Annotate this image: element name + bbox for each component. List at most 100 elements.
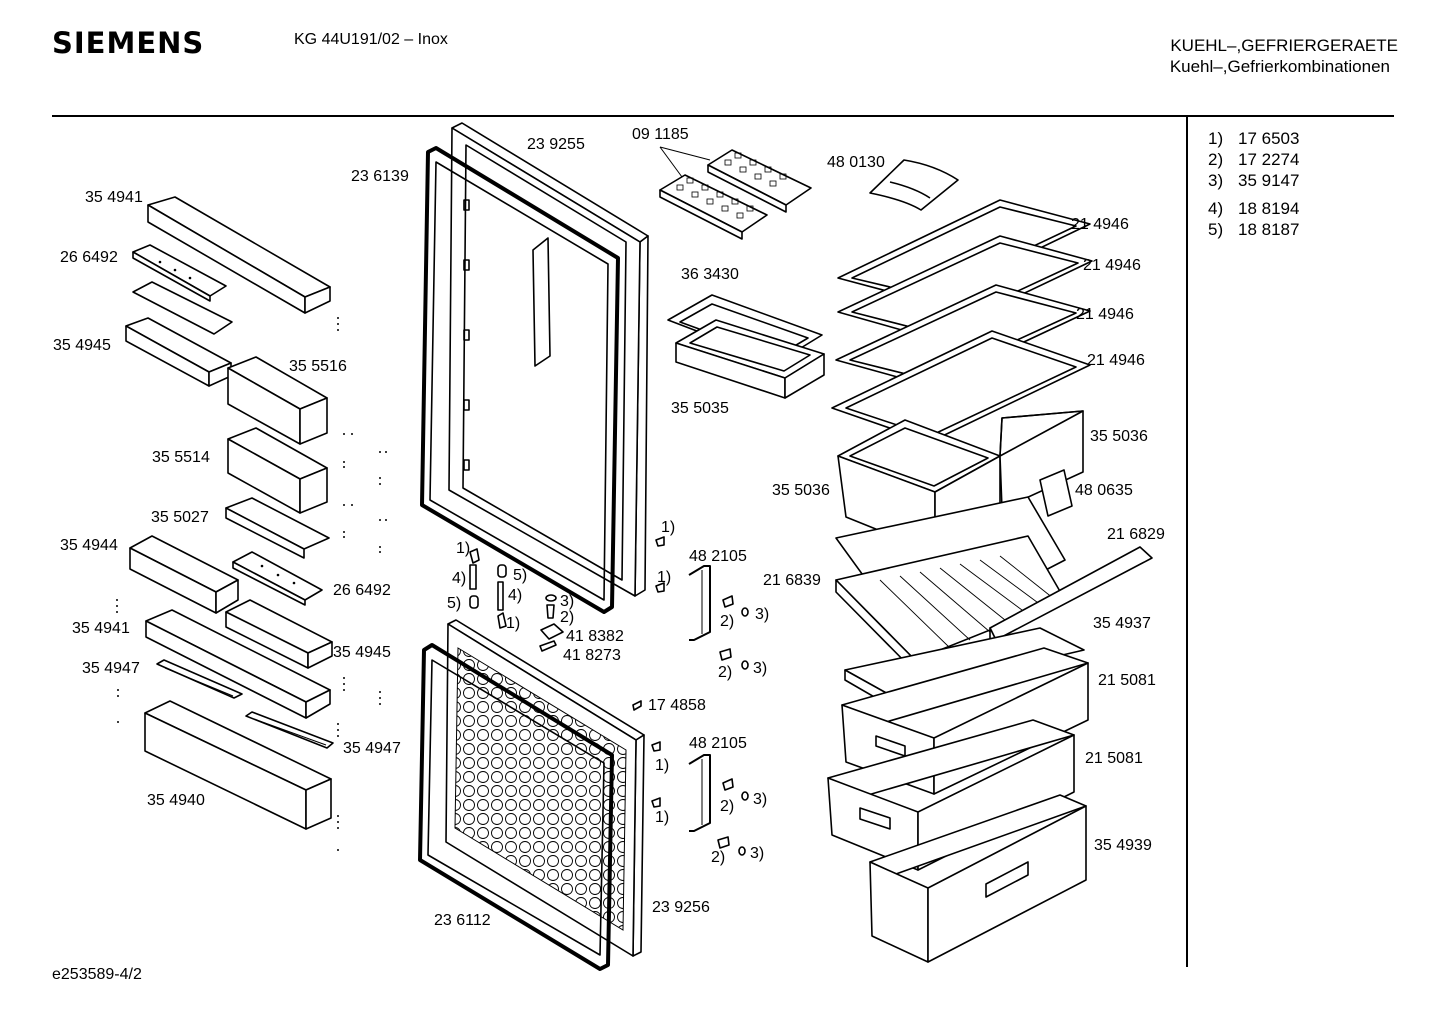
- part-label: 35 5036: [1090, 428, 1148, 445]
- glass-shelf-214946-2: [837, 235, 1093, 339]
- part-label: 17 4858: [648, 697, 706, 714]
- freezer-tray-355035: [675, 319, 825, 399]
- ref-marker: 3): [560, 593, 574, 610]
- part-label: 35 5035: [671, 400, 729, 417]
- ref-marker: 1): [661, 519, 675, 536]
- door-shelf-354944: [129, 535, 239, 614]
- drawer-355036-right: [999, 410, 1084, 510]
- rail-480635: [1039, 469, 1073, 517]
- part-label: 23 9255: [527, 136, 585, 153]
- part-label: 48 2105: [689, 735, 747, 752]
- part-label: 35 4937: [1093, 615, 1151, 632]
- legend-part: 17 6503: [1238, 129, 1300, 148]
- ref-marker: 3): [753, 660, 767, 677]
- legend-row: 4) 18 8194: [1208, 198, 1299, 219]
- part-label: 41 8382: [566, 628, 624, 645]
- door-handle-482105-lower: [688, 754, 711, 832]
- legend-key: 5): [1208, 220, 1224, 239]
- ice-tray-091185: [659, 146, 812, 240]
- legend-row: 5) 18 8187: [1208, 219, 1299, 240]
- legend-row: 2) 17 2274: [1208, 149, 1299, 170]
- legend-row: 3) 35 9147: [1208, 170, 1299, 191]
- part-label: 35 4947: [343, 740, 401, 757]
- part-label: 21 5081: [1098, 672, 1156, 689]
- part-label: 21 6829: [1107, 526, 1165, 543]
- category-title: KUEHL–,GEFRIERGERAETE: [1170, 36, 1398, 55]
- legend-part: 35 9147: [1238, 171, 1300, 190]
- door-lower-239256: [445, 619, 645, 957]
- part-label: 48 2105: [689, 548, 747, 565]
- reference-markers: 1) 4) 5) 5) 4) 1) 3) 2) 1) 1) 2) 3) 2) 3…: [447, 519, 769, 866]
- part-label: 26 6492: [60, 249, 118, 266]
- part-label: 21 4946: [1076, 306, 1134, 323]
- ref-marker: 2): [720, 798, 734, 815]
- legend-list: 1)17 6503 2)17 2274 3)35 9147 4)18 8194 …: [1208, 128, 1299, 240]
- door-shelf-354945-top: [125, 317, 232, 387]
- legend-row: 1) 17 6503: [1208, 128, 1299, 149]
- door-shelf-354945-bottom: [225, 599, 333, 669]
- category-subtitle: Kuehl–,Gefrierkombinationen: [1169, 57, 1390, 76]
- door-gasket-236139: [420, 146, 620, 614]
- legend-part: 17 2274: [1238, 150, 1300, 169]
- part-label: 35 4941: [72, 620, 130, 637]
- part-labels: 35 4941 26 6492 35 4945 35 5516 35 5514 …: [53, 126, 1165, 929]
- shelf-clip-354947-right: [245, 711, 334, 749]
- part-label: 35 4945: [333, 644, 391, 661]
- ref-marker: 4): [452, 570, 466, 587]
- part-label: 35 4945: [53, 337, 111, 354]
- door-handle-482105-upper: [688, 565, 711, 641]
- legend-key: 4): [1208, 199, 1224, 218]
- part-label: 21 4946: [1087, 352, 1145, 369]
- part-label: 21 5081: [1085, 750, 1143, 767]
- ref-marker: 5): [447, 595, 461, 612]
- legend-part: 18 8194: [1238, 199, 1300, 218]
- legend-divider: [1186, 117, 1188, 967]
- part-label: 21 4946: [1071, 216, 1129, 233]
- header-divider: [52, 115, 1394, 117]
- egg-tray-266492: [232, 551, 323, 606]
- part-label: 35 5036: [772, 482, 830, 499]
- ref-marker: 1): [456, 540, 470, 557]
- document-id: e253589-4/2: [52, 966, 142, 983]
- scoop-480130: [869, 159, 959, 211]
- legend-key: 1): [1208, 129, 1224, 148]
- ref-marker: 1): [506, 615, 520, 632]
- legend-key: 2): [1208, 150, 1224, 169]
- part-label: 35 4941: [85, 189, 143, 206]
- ref-marker: 2): [560, 609, 574, 626]
- freezer-drawer-354939: [869, 794, 1087, 963]
- bottle-rack-355514: [227, 427, 328, 514]
- legend-key: 3): [1208, 171, 1224, 190]
- guide-dots: [116, 317, 387, 851]
- ref-marker: 1): [655, 757, 669, 774]
- part-label: 23 9256: [652, 899, 710, 916]
- ref-marker: 2): [711, 849, 725, 866]
- part-label: 35 5027: [151, 509, 209, 526]
- part-label: 35 5516: [289, 358, 347, 375]
- door-shelf-354941-bottom: [145, 609, 331, 719]
- ref-marker: 1): [657, 569, 671, 586]
- shelf-liner: [132, 281, 233, 335]
- ref-marker: 3): [750, 845, 764, 862]
- part-label: 35 5514: [152, 449, 210, 466]
- part-label: 35 4940: [147, 792, 205, 809]
- ref-marker: 5): [513, 567, 527, 584]
- ref-marker: 2): [720, 613, 734, 630]
- door-upper-239255: [448, 122, 649, 597]
- door-gasket-236112: [418, 643, 614, 971]
- ref-marker: 1): [655, 809, 669, 826]
- part-label: 41 8273: [563, 647, 621, 664]
- part-label: 35 4944: [60, 537, 118, 554]
- ref-marker: 2): [718, 664, 732, 681]
- part-label: 35 4947: [82, 660, 140, 677]
- part-label: 09 1185: [632, 126, 689, 143]
- model-number: KG 44U191/02 – Inox: [294, 31, 448, 48]
- part-label: 36 3430: [681, 266, 739, 283]
- part-label: 35 4939: [1094, 837, 1152, 854]
- part-label: 48 0130: [827, 154, 885, 171]
- legend-part: 18 8187: [1238, 220, 1300, 239]
- part-label: 26 6492: [333, 582, 391, 599]
- door-shelf-354941-top: [147, 196, 331, 314]
- part-label: 48 0635: [1075, 482, 1133, 499]
